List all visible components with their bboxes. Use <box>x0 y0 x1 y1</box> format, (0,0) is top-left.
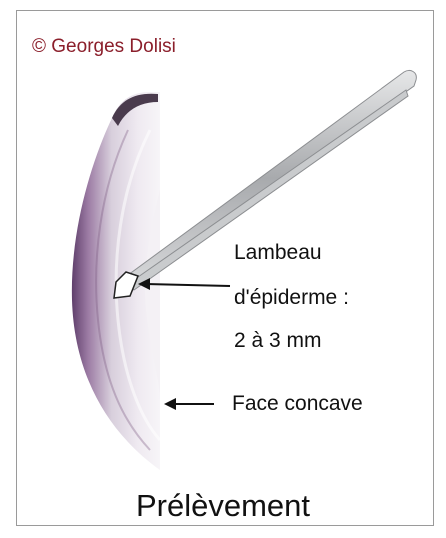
concave-arrow <box>164 398 214 410</box>
caption-prelevement: Prélèvement <box>0 488 446 524</box>
copyright-text: © Georges Dolisi <box>32 36 176 58</box>
flap-label-line2: d'épiderme : <box>234 287 349 308</box>
flap-label-line1: Lambeau <box>234 242 322 263</box>
flap-label-line3: 2 à 3 mm <box>234 330 322 351</box>
concave-label: Face concave <box>232 393 363 414</box>
